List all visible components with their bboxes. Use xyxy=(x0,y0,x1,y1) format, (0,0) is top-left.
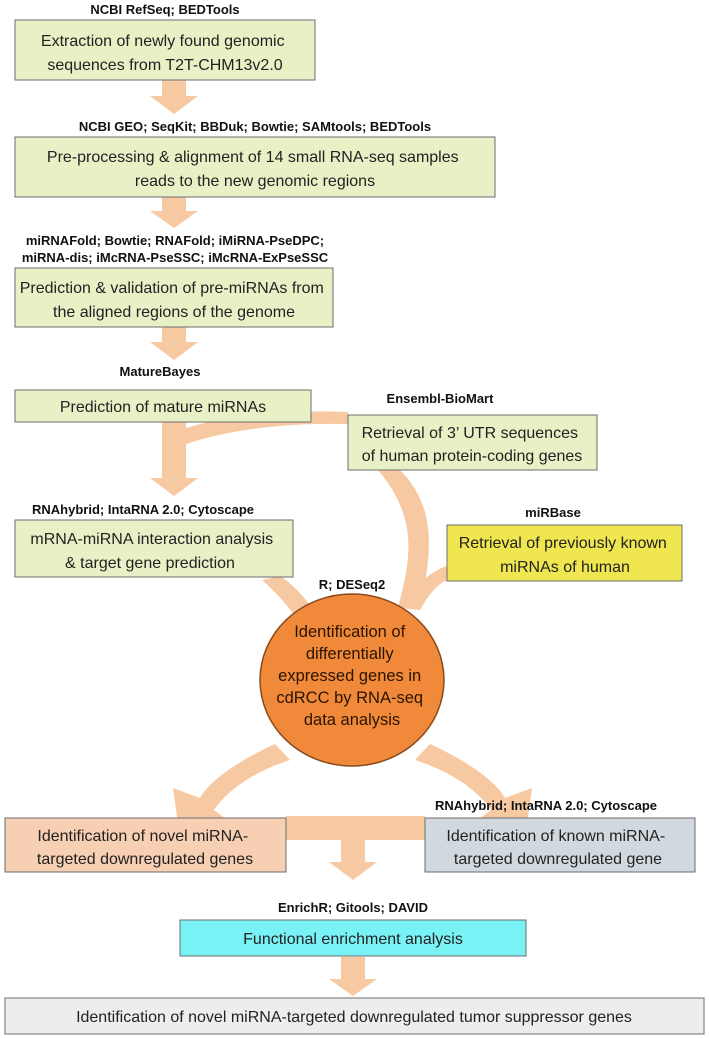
step-final: Identification of novel miRNA-targeted d… xyxy=(4,997,705,1035)
novel-targets-text: Identification of novel miRNA- targeted … xyxy=(37,828,253,868)
utr-box xyxy=(347,414,598,471)
arrow-band-to-enrichment xyxy=(329,840,377,880)
interaction-tools: RNAhybrid; IntaRNA 2.0; Cytoscape xyxy=(32,502,254,517)
interaction-box xyxy=(14,519,294,578)
step-premirna: miRNAFold; Bowtie; RNAFold; iMiRNA-PseDP… xyxy=(14,233,334,328)
arrow-lower-band xyxy=(286,816,425,840)
utr-tools: Ensembl-BioMart xyxy=(387,391,495,406)
novel-targets-box xyxy=(4,817,287,873)
known-targets-text: Identification of known miRNA- targeted … xyxy=(446,828,669,868)
interaction-text: mRNA-miRNA interaction analysis & target… xyxy=(30,531,277,572)
arrow-extraction-to-preprocessing xyxy=(150,80,198,114)
arrow-enrichment-to-final xyxy=(329,957,377,996)
step-known-mirna: miRBase Retrieval of previously known mi… xyxy=(446,505,683,582)
step-extraction: NCBI RefSeq; BEDTools Extraction of newl… xyxy=(14,2,316,81)
preprocessing-box xyxy=(14,136,496,198)
step-interaction: RNAhybrid; IntaRNA 2.0; Cytoscape mRNA-m… xyxy=(14,502,294,578)
arrow-deg-to-known xyxy=(415,744,532,838)
arrow-utr-to-deg xyxy=(378,470,429,608)
premirna-box xyxy=(14,267,334,328)
arrow-premirna-to-mature xyxy=(150,327,198,360)
step-utr: Ensembl-BioMart Retrieval of 3’ UTR sequ… xyxy=(347,391,598,471)
enrichment-tools: EnrichR; Gitools; DAVID xyxy=(278,900,428,915)
known-targets-box xyxy=(424,817,696,873)
step-mature: MatureBayes Prediction of mature miRNAs xyxy=(14,364,312,423)
known-mirna-text: Retrieval of previously known miRNAs of … xyxy=(459,535,672,576)
arrow-mirbase-to-deg xyxy=(400,566,448,610)
known-mirna-box xyxy=(446,524,683,582)
mature-text: Prediction of mature miRNAs xyxy=(60,399,266,416)
deg-ellipse xyxy=(259,593,445,767)
arrow-deg-to-novel xyxy=(173,744,290,838)
premirna-tools-line1: miRNAFold; Bowtie; RNAFold; iMiRNA-PseDP… xyxy=(26,233,324,248)
step-known-targets: RNAhybrid; IntaRNA 2.0; Cytoscape Identi… xyxy=(424,798,696,873)
mature-tools: MatureBayes xyxy=(120,364,201,379)
connector-arrows xyxy=(150,80,532,996)
known-mirna-tools: miRBase xyxy=(525,505,581,520)
extraction-tools: NCBI RefSeq; BEDTools xyxy=(90,2,239,17)
step-enrichment: EnrichR; Gitools; DAVID Functional enric… xyxy=(179,900,527,957)
arrow-interaction-to-deg xyxy=(262,576,312,616)
extraction-box xyxy=(14,19,316,81)
step-deg: R; DESeq2 Identification of differential… xyxy=(259,577,445,767)
known-targets-tools: RNAhybrid; IntaRNA 2.0; Cytoscape xyxy=(435,798,657,813)
enrichment-box xyxy=(179,919,527,957)
enrichment-text: Functional enrichment analysis xyxy=(243,931,463,948)
extraction-text: Extraction of newly found genomic sequen… xyxy=(41,33,289,74)
final-text: Identification of novel miRNA-targeted d… xyxy=(76,1009,632,1026)
step-novel-targets: Identification of novel miRNA- targeted … xyxy=(4,817,287,873)
mature-box xyxy=(14,389,312,423)
premirna-text: Prediction & validation of pre-miRNAs fr… xyxy=(20,280,329,321)
preprocessing-text: Pre-processing & alignment of 14 small R… xyxy=(47,149,463,190)
deg-text: Identification of differentially express… xyxy=(276,623,427,729)
step-preprocessing: NCBI GEO; SeqKit; BBDuk; Bowtie; SAMtool… xyxy=(14,119,496,198)
deg-tools: R; DESeq2 xyxy=(319,577,385,592)
premirna-tools-line2: miRNA-dis; iMcRNA-PseSSC; iMcRNA-ExPseSS… xyxy=(22,250,329,265)
utr-text: Retrieval of 3’ UTR sequences of human p… xyxy=(362,425,583,465)
preprocessing-tools: NCBI GEO; SeqKit; BBDuk; Bowtie; SAMtool… xyxy=(79,119,431,134)
final-box xyxy=(4,997,705,1035)
arrow-preprocessing-to-premirna xyxy=(150,197,198,228)
